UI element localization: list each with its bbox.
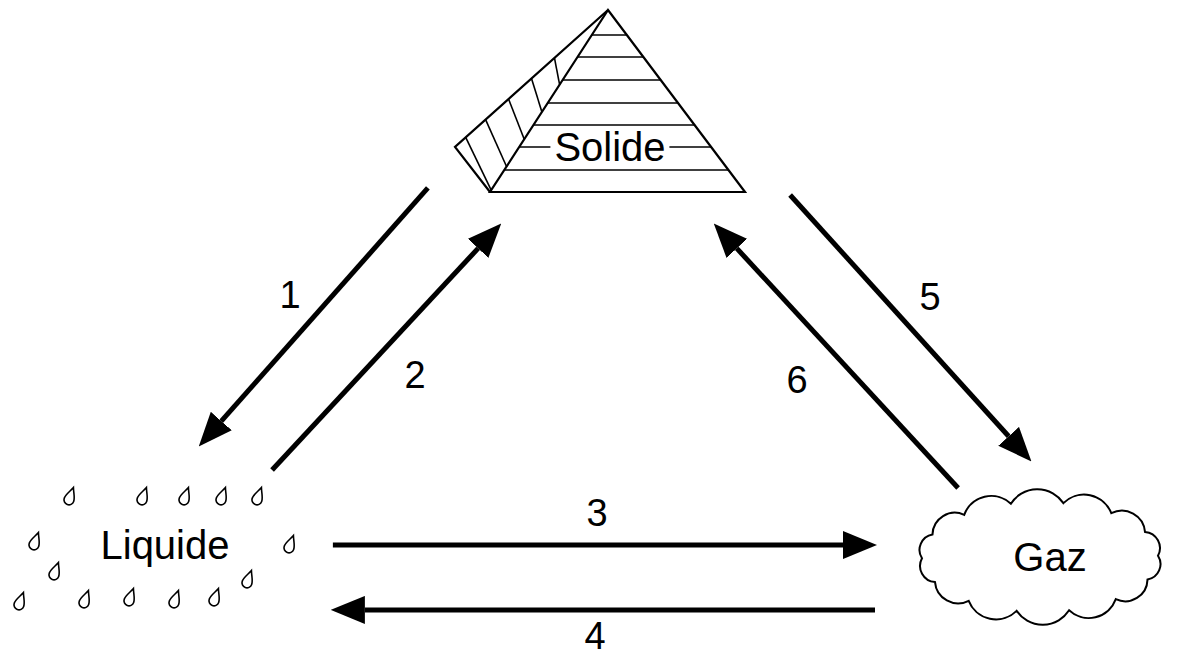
transition-arrow [333,542,843,547]
phase-label: Gaz [1013,537,1086,577]
pyramid-side-hatch [466,137,491,190]
solid-pyramid-outline [420,8,795,228]
phase-label: Liquide [100,525,229,565]
droplet [78,589,94,609]
transition-arrow [365,607,875,612]
liquid-drops: Liquide [10,440,330,620]
transition-arrow [272,248,478,470]
pyramid-side-hatch [554,58,559,85]
pyramid-side-hatch [509,99,525,139]
droplet [168,589,184,609]
droplet [251,486,267,506]
droplet [178,486,194,506]
callout-number: 6 [784,361,809,399]
pyramid-hatch [592,34,627,36]
callout-number: 1 [277,276,302,314]
droplet [13,591,29,611]
droplet [123,587,139,607]
gas-cloud: Gaz [875,470,1175,630]
droplet [241,569,257,589]
droplet [28,531,44,551]
droplets [13,486,299,611]
pyramid-hatch [578,56,644,58]
phase-label: Solide [550,127,669,167]
droplet [283,534,299,554]
callout-number: 5 [917,278,942,316]
callout-number: 2 [402,356,427,394]
pyramid-side-hatch [486,120,507,167]
cloud-outline [920,489,1161,624]
solid-pyramid: Solide [420,8,795,228]
droplet [215,486,231,506]
pyramid-drawing [455,10,745,192]
pyramid-hatch [533,124,694,126]
droplet [208,587,224,607]
droplet [48,561,64,581]
transition-arrow [221,188,428,421]
transition-arrow [790,195,1008,436]
droplet [63,486,79,506]
pyramid-side-hatch [532,79,542,112]
callout-number: 3 [584,494,609,532]
callout-number: 4 [582,617,607,655]
pyramid-hatch [563,79,661,81]
pyramid-hatch [548,102,678,104]
pyramid-hatch [504,169,728,171]
transition-arrow [737,248,958,488]
droplet [136,486,152,506]
pyramid-front-face [490,10,745,192]
